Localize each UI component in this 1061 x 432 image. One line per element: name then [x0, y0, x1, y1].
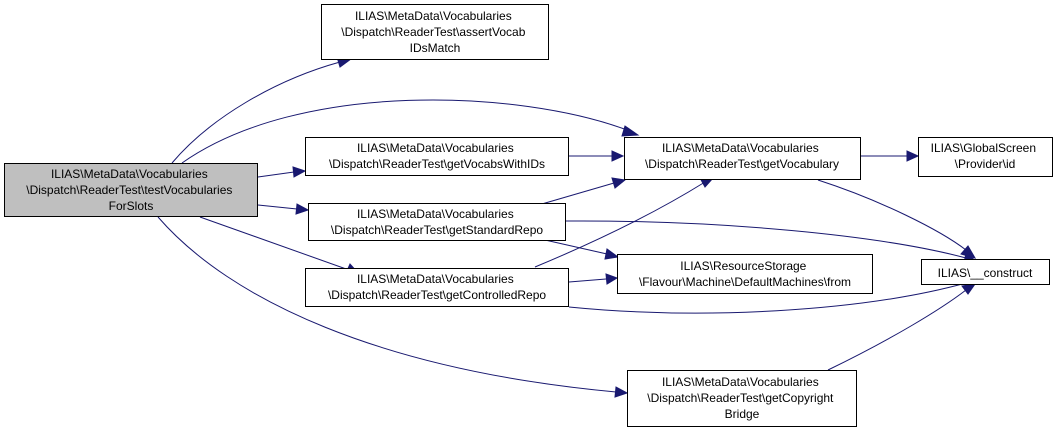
node-box: [308, 203, 566, 241]
node-label-line: ILIAS\MetaData\Vocabularies: [662, 375, 819, 389]
node-box: [918, 137, 1053, 177]
node-getVocabulary[interactable]: ILIAS\MetaData\Vocabularies \Dispatch\Re…: [624, 137, 861, 180]
node-label-line: \Dispatch\ReaderTest\getCopyright: [647, 391, 834, 405]
svg-text:ILIAS\MetaData\Vocabularies: ILIAS\MetaData\Vocabularies \Dispatch\Re…: [328, 272, 546, 302]
svg-text:ILIAS\GlobalScreen \Prov: ILIAS\GlobalScreen \Provider\id: [931, 141, 1040, 171]
node-getVocabsWithIDs[interactable]: ILIAS\MetaData\Vocabularies \Dispatch\Re…: [305, 137, 569, 176]
node-getControlledRepo[interactable]: ILIAS\MetaData\Vocabularies \Dispatch\Re…: [305, 268, 569, 307]
node-label-line: IDsMatch: [410, 41, 461, 55]
node-defaultMachinesFrom[interactable]: ILIAS\ResourceStorage \Flavour\Machine\D…: [617, 254, 873, 294]
node-box: [921, 259, 1050, 285]
node-label-line: ILIAS\ResourceStorage: [680, 259, 806, 273]
node-label-line: ILIAS\MetaData\Vocabularies: [662, 141, 819, 155]
edge-getStandardRepo-to-defaultMachinesFrom: [544, 239, 620, 260]
node-label-line: ILIAS\MetaData\Vocabularies: [357, 207, 514, 221]
node-box: [624, 137, 861, 180]
node-box: [4, 163, 258, 217]
edge-test-to-getStandardRepo: [257, 203, 310, 215]
node-label-line: Bridge: [725, 407, 760, 421]
edge-getControlledRepo-to-defaultMachinesFrom: [568, 273, 619, 285]
edge-getVocabsWithIDs-to-getVocabulary: [569, 150, 625, 162]
node-label-line: \Flavour\Machine\DefaultMachines\from: [639, 275, 851, 289]
node-label-line: \Dispatch\ReaderTest\getStandardRepo: [331, 223, 543, 237]
edge-test-to-getVocabulary: [181, 99, 640, 164]
node-label-line: ILIAS\MetaData\Vocabularies: [355, 9, 512, 23]
node-label-line: ILIAS\MetaData\Vocabularies: [357, 272, 514, 286]
node-label-line: ILIAS\__construct: [938, 266, 1033, 280]
svg-text:ILIAS\MetaData\Vocabularies: ILIAS\MetaData\Vocabularies \Dispatch\Re…: [647, 375, 836, 421]
node-box: [321, 4, 549, 60]
node-getCopyrightBridge[interactable]: ILIAS\MetaData\Vocabularies \Dispatch\Re…: [627, 370, 857, 427]
edge-getVocabulary-to-providerId: [861, 150, 920, 162]
svg-text:ILIAS\MetaData\Vocabularies: ILIAS\MetaData\Vocabularies \Dispatch\Re…: [26, 167, 235, 213]
node-label-line: ForSlots: [109, 199, 154, 213]
edge-test-to-getCopyrightBridge: [157, 216, 629, 398]
svg-text:ILIAS\MetaData\Vocabularies: ILIAS\MetaData\Vocabularies \Dispatch\Re…: [341, 9, 528, 55]
node-box: [305, 268, 569, 307]
node-label-line: \Dispatch\ReaderTest\getVocabulary: [645, 157, 839, 171]
node-construct[interactable]: ILIAS\__construct: [921, 259, 1050, 285]
svg-text:ILIAS\MetaData\Vocabularies: ILIAS\MetaData\Vocabularies \Dispatch\Re…: [645, 141, 839, 171]
node-label-line: \Dispatch\ReaderTest\getControlledRepo: [328, 288, 546, 302]
node-label-line: \Dispatch\ReaderTest\getVocabsWithIDs: [329, 157, 545, 171]
node-label-line: \Provider\id: [955, 157, 1016, 171]
edge-getVocabulary-to-construct: [817, 179, 977, 259]
svg-text:ILIAS\MetaData\Vocabularies: ILIAS\MetaData\Vocabularies \Dispatch\Re…: [331, 207, 543, 237]
svg-text:ILIAS\MetaData\Vocabularies: ILIAS\MetaData\Vocabularies \Dispatch\Re…: [329, 141, 545, 171]
node-label-line: \Dispatch\ReaderTest\assertVocab: [341, 25, 525, 39]
node-getStandardRepo[interactable]: ILIAS\MetaData\Vocabularies \Dispatch\Re…: [308, 203, 566, 241]
edge-test-to-getVocabsWithIDs: [257, 166, 307, 178]
node-box: [305, 137, 569, 176]
svg-text:ILIAS\ResourceStorage \F: ILIAS\ResourceStorage \Flavour\Machine\D…: [639, 259, 851, 289]
edge-getStandardRepo-to-getVocabulary: [534, 177, 627, 207]
node-label-line: ILIAS\MetaData\Vocabularies: [51, 167, 208, 181]
node-label-line: ILIAS\GlobalScreen: [931, 141, 1036, 155]
node-testVocabulariesForSlots[interactable]: ILIAS\MetaData\Vocabularies \Dispatch\Re…: [4, 163, 258, 217]
svg-text:ILIAS\__construct: ILIAS\__construct: [938, 266, 1033, 280]
node-label-line: ILIAS\MetaData\Vocabularies: [357, 141, 514, 155]
node-box: [627, 370, 857, 427]
node-box: [617, 254, 873, 294]
node-providerId[interactable]: ILIAS\GlobalScreen \Provider\id: [918, 137, 1053, 177]
node-assertVocabIDsMatch[interactable]: ILIAS\MetaData\Vocabularies \Dispatch\Re…: [321, 4, 549, 60]
node-label-line: \Dispatch\ReaderTest\testVocabularies: [26, 183, 232, 197]
